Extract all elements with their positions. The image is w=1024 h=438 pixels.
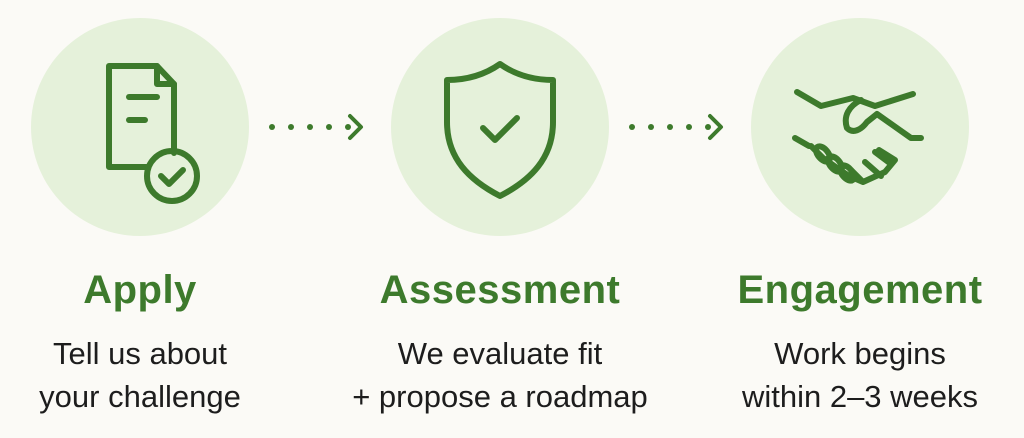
step-title: Engagement — [737, 268, 983, 312]
description-line: your challenge — [39, 379, 241, 414]
description-line: Work begins — [774, 336, 946, 371]
document-check-icon — [31, 18, 249, 236]
handshake-icon — [751, 18, 969, 236]
dotted-arrow-icon — [269, 114, 363, 140]
dotted-arrow-icon — [629, 114, 723, 140]
description-line: Tell us about — [52, 336, 228, 371]
description-line: + propose a roadmap — [352, 379, 648, 414]
step-title: Apply — [83, 268, 197, 312]
step-title: Assessment — [379, 268, 621, 312]
description-line: We evaluate fit — [397, 336, 603, 371]
step-description: Work begins within 2–3 weeks — [680, 332, 1024, 418]
shield-check-icon — [391, 18, 609, 236]
step-description: Tell us about your challenge — [0, 332, 320, 418]
step-description: We evaluate fit + propose a roadmap — [320, 332, 680, 418]
description-line: within 2–3 weeks — [741, 379, 979, 414]
